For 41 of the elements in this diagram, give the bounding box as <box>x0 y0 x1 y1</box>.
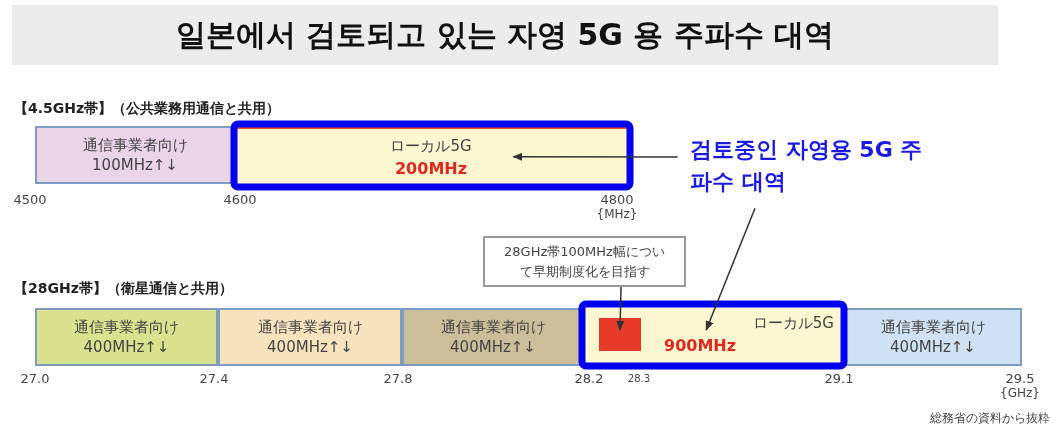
band-label: 通信事業者向け <box>440 316 546 337</box>
tick-label: 29.5 <box>1005 371 1035 386</box>
frequency-band <box>235 126 627 184</box>
bandwidth-label: 400MHz↑↓ <box>450 337 536 358</box>
note-box: 28GHz帯100MHz幅について早期制度化を目指す <box>483 236 686 287</box>
tick-label: 4500 <box>13 192 47 207</box>
tick-label: 4600 <box>223 192 257 207</box>
callout-text: 검토중인 자영용 5G 주파수 대역 <box>690 134 940 198</box>
bandwidth-label: 400MHz↑↓ <box>267 337 353 358</box>
band-label: 通信事業者向け <box>82 134 188 155</box>
arrow <box>512 152 679 161</box>
band-label: 通信事業者向け <box>74 316 179 337</box>
band-label: 通信事業者向け <box>880 316 986 337</box>
frequency-band <box>584 308 844 366</box>
bandwidth-label: 400MHz↑↓ <box>83 337 170 358</box>
tick-label: 4800 <box>600 192 634 207</box>
tick-label: 28.3 <box>627 373 651 384</box>
arrow <box>705 207 756 331</box>
section-heading: 【4.5GHz帯】（公共業務用通信と共用） <box>14 100 281 118</box>
title-bar: 일본에서 검토되고 있는 자영 5G 용 주파수 대역 <box>12 5 998 65</box>
tick-label: 27.8 <box>383 371 413 386</box>
bandwidth-label: 200MHz <box>394 159 468 178</box>
tick-label: 29.1 <box>824 371 854 386</box>
band-label: 通信事業者向け <box>257 316 363 337</box>
tick-label: 27.0 <box>20 371 50 386</box>
tick-label: 27.4 <box>199 371 229 386</box>
section-heading: 【28GHz帯】（衛星通信と共用） <box>14 280 233 298</box>
bandwidth-label: 900MHz <box>664 336 738 355</box>
frequency-band <box>218 308 402 366</box>
frequency-band <box>35 308 218 366</box>
band-label: ローカル5G <box>751 314 834 333</box>
unit-label: {MHz} <box>596 207 638 221</box>
unit-label: {GHz} <box>1000 386 1040 400</box>
bandwidth-label: 100MHz↑↓ <box>92 155 178 176</box>
bandwidth-label: 400MHz↑↓ <box>890 337 976 358</box>
source-note: 総務省の資料から抜粋 <box>930 410 1050 427</box>
band-label: ローカル5G <box>389 137 473 156</box>
arrow <box>616 286 625 331</box>
highlight-block <box>599 318 641 351</box>
tick-label: 28.2 <box>574 371 604 386</box>
frequency-band <box>844 308 1022 366</box>
